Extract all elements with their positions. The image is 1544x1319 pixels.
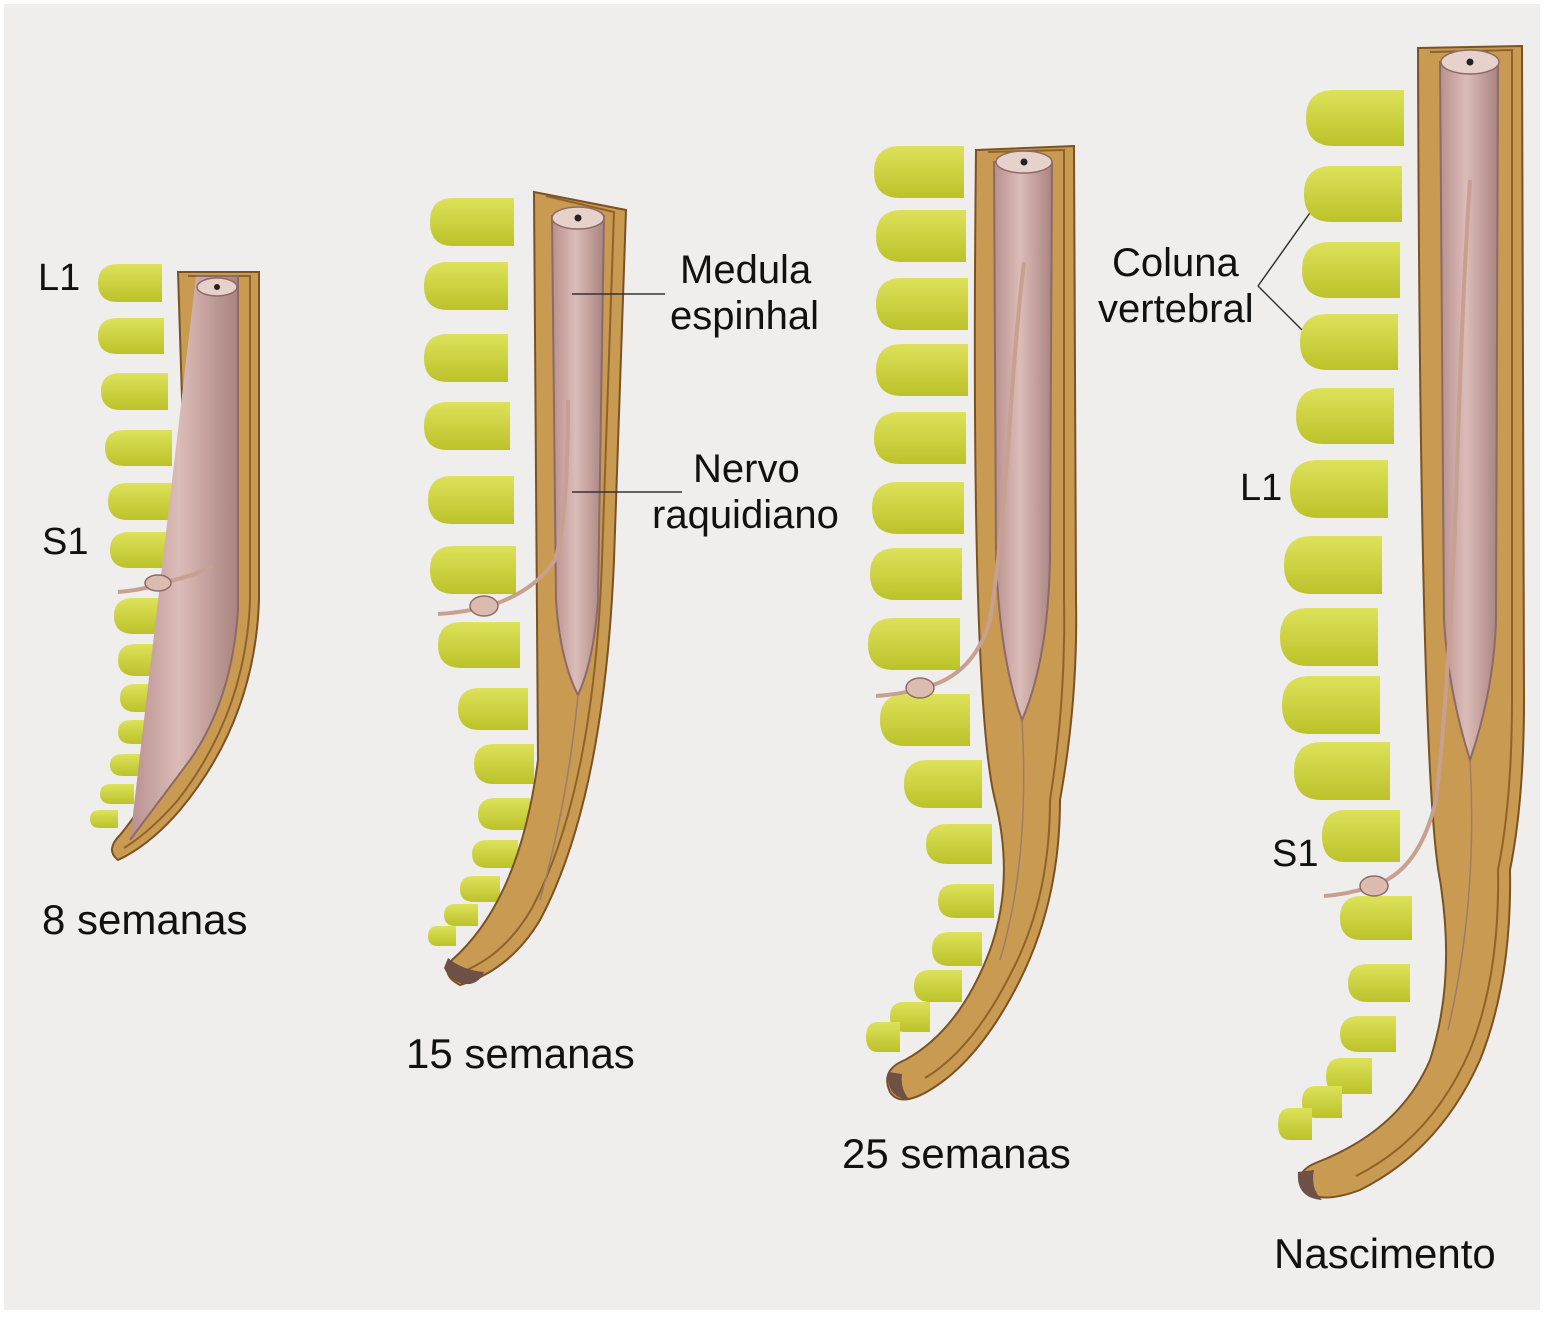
vertebra — [880, 694, 970, 746]
vertebra — [874, 412, 966, 464]
vertebra — [105, 430, 172, 466]
label-nervo-line2: raquidiano — [652, 493, 839, 537]
vertebra — [472, 840, 518, 868]
vertebra — [1278, 1108, 1312, 1140]
label-coluna-line1: Coluna — [1112, 241, 1240, 285]
vertebra — [1340, 1016, 1396, 1052]
label-coluna-line2: vertebral — [1098, 287, 1254, 331]
vertebra — [868, 618, 960, 670]
vertebra — [874, 146, 964, 198]
vertebra — [100, 784, 134, 804]
vertebra — [1340, 896, 1412, 940]
vertebra — [430, 198, 514, 246]
vertebra — [474, 744, 534, 784]
stage-caption: Nascimento — [1274, 1230, 1496, 1277]
vertebra — [98, 264, 162, 302]
vertebra — [1348, 964, 1410, 1002]
vertebra — [1294, 742, 1390, 800]
vertebra — [1280, 608, 1378, 666]
spinal-cord — [994, 162, 1052, 720]
spinal-cord — [552, 216, 604, 695]
vertebra — [870, 548, 962, 600]
vertebra — [1304, 166, 1402, 222]
vertebra — [444, 904, 478, 926]
stage-caption: 25 semanas — [842, 1130, 1071, 1177]
vertebra — [424, 262, 508, 310]
vertebra — [460, 876, 500, 902]
vertebra — [428, 476, 514, 524]
vertebra — [424, 334, 508, 382]
vertebra — [1284, 536, 1382, 594]
vertebra — [866, 1022, 900, 1052]
segment-label-s1: S1 — [42, 521, 88, 563]
label-medula-line1: Medula — [680, 248, 812, 292]
vertebra — [876, 344, 968, 396]
segment-label-l1: L1 — [1240, 467, 1282, 509]
vertebra — [904, 760, 982, 808]
vertebra — [1322, 810, 1400, 862]
stage-caption: 8 semanas — [42, 896, 247, 943]
vertebra — [1302, 242, 1400, 298]
vertebra — [914, 970, 962, 1002]
label-medula-line2: espinhal — [670, 294, 819, 338]
segment-label-l1: L1 — [38, 257, 80, 299]
segment-label-s1: S1 — [1272, 833, 1318, 875]
vertebra — [108, 483, 176, 520]
vertebra — [1300, 314, 1398, 370]
stage-caption: 15 semanas — [406, 1030, 635, 1077]
vertebra — [1282, 676, 1380, 734]
vertebra — [458, 688, 528, 730]
vertebra — [98, 318, 164, 354]
vertebra — [876, 278, 968, 330]
vertebra — [938, 884, 994, 918]
vertebra — [430, 546, 516, 594]
vertebra — [438, 622, 520, 668]
vertebra — [876, 210, 966, 262]
vertebra — [1306, 90, 1404, 146]
vertebra — [424, 402, 510, 450]
vertebra — [90, 810, 118, 828]
vertebra — [428, 926, 456, 946]
vertebra — [1296, 388, 1394, 444]
vertebra — [101, 373, 168, 410]
vertebra — [478, 798, 530, 830]
label-nervo-line1: Nervo — [693, 447, 800, 491]
vertebra — [932, 932, 982, 966]
vertebra — [1290, 460, 1388, 518]
vertebra — [926, 824, 992, 864]
vertebra — [872, 482, 964, 534]
